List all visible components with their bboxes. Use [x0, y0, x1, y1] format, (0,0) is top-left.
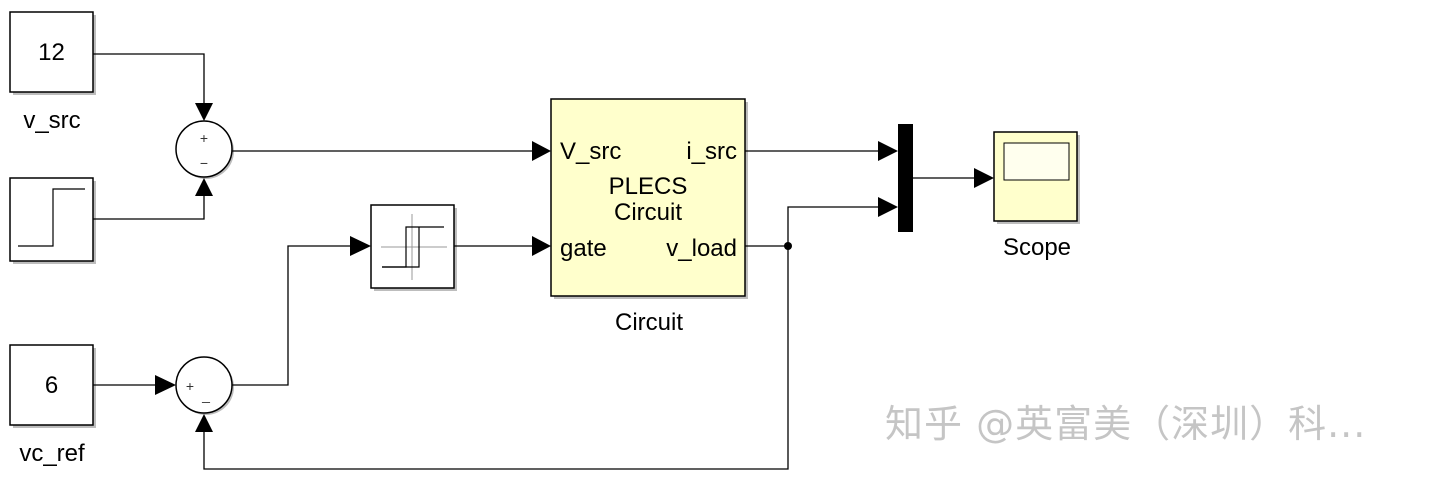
arrowhead	[195, 178, 213, 196]
constant-block-vcref[interactable]: 6	[9, 344, 96, 428]
sum2-minus-sign: _	[201, 387, 210, 403]
wire-sum2-to-relay	[232, 245, 352, 386]
wire-step-to-sum1	[93, 195, 205, 220]
constant-vsrc-label: v_src	[23, 107, 80, 134]
sum-block-2[interactable]: + _	[175, 356, 234, 415]
port-label-gate: gate	[560, 235, 607, 262]
circuit-title-line2: Circuit	[614, 199, 682, 226]
watermark-text: 知乎 @英富美（深圳）科...	[885, 402, 1367, 446]
mux-block[interactable]	[898, 124, 913, 232]
arrowhead	[195, 103, 213, 121]
arrowhead	[974, 168, 994, 188]
circuit-label: Circuit	[615, 309, 683, 336]
wire-vsrc-to-sum1	[93, 53, 205, 104]
sum1-minus-sign: −	[200, 155, 208, 171]
relay-block[interactable]	[370, 204, 457, 291]
step-block[interactable]	[9, 177, 96, 264]
arrowhead	[195, 414, 213, 432]
sum1-plus-sign: +	[200, 130, 208, 146]
step-icon	[18, 188, 85, 247]
arrowhead	[350, 236, 371, 256]
port-label-i-src: i_src	[686, 138, 737, 165]
sum-block-1[interactable]: + −	[175, 120, 234, 179]
circuit-title-line1: PLECS	[609, 173, 688, 200]
hysteresis-icon	[381, 214, 447, 280]
scope-label: Scope	[1003, 234, 1071, 261]
arrowhead	[532, 236, 551, 256]
arrowhead	[878, 197, 898, 217]
wire-feedback-to-sum2	[203, 246, 789, 470]
constant-block-vsrc[interactable]: 12	[9, 11, 96, 95]
constant-vsrc-value: 12	[38, 39, 65, 66]
wire-vload-to-mux	[787, 206, 880, 246]
port-label-v-load: v_load	[666, 235, 737, 262]
scope-screen-icon	[1003, 142, 1070, 181]
arrowhead	[532, 141, 551, 161]
constant-vcref-label: vc_ref	[19, 440, 85, 467]
scope-block[interactable]	[993, 131, 1080, 224]
circuit-body	[550, 98, 746, 297]
arrowhead	[878, 141, 898, 161]
arrowhead	[155, 375, 176, 395]
constant-vcref-value: 6	[45, 372, 58, 399]
sum2-plus-sign: +	[186, 378, 194, 394]
plecs-circuit-block[interactable]: V_src gate i_src v_load PLECS Circuit	[550, 98, 748, 299]
port-label-v-src: V_src	[560, 138, 621, 165]
